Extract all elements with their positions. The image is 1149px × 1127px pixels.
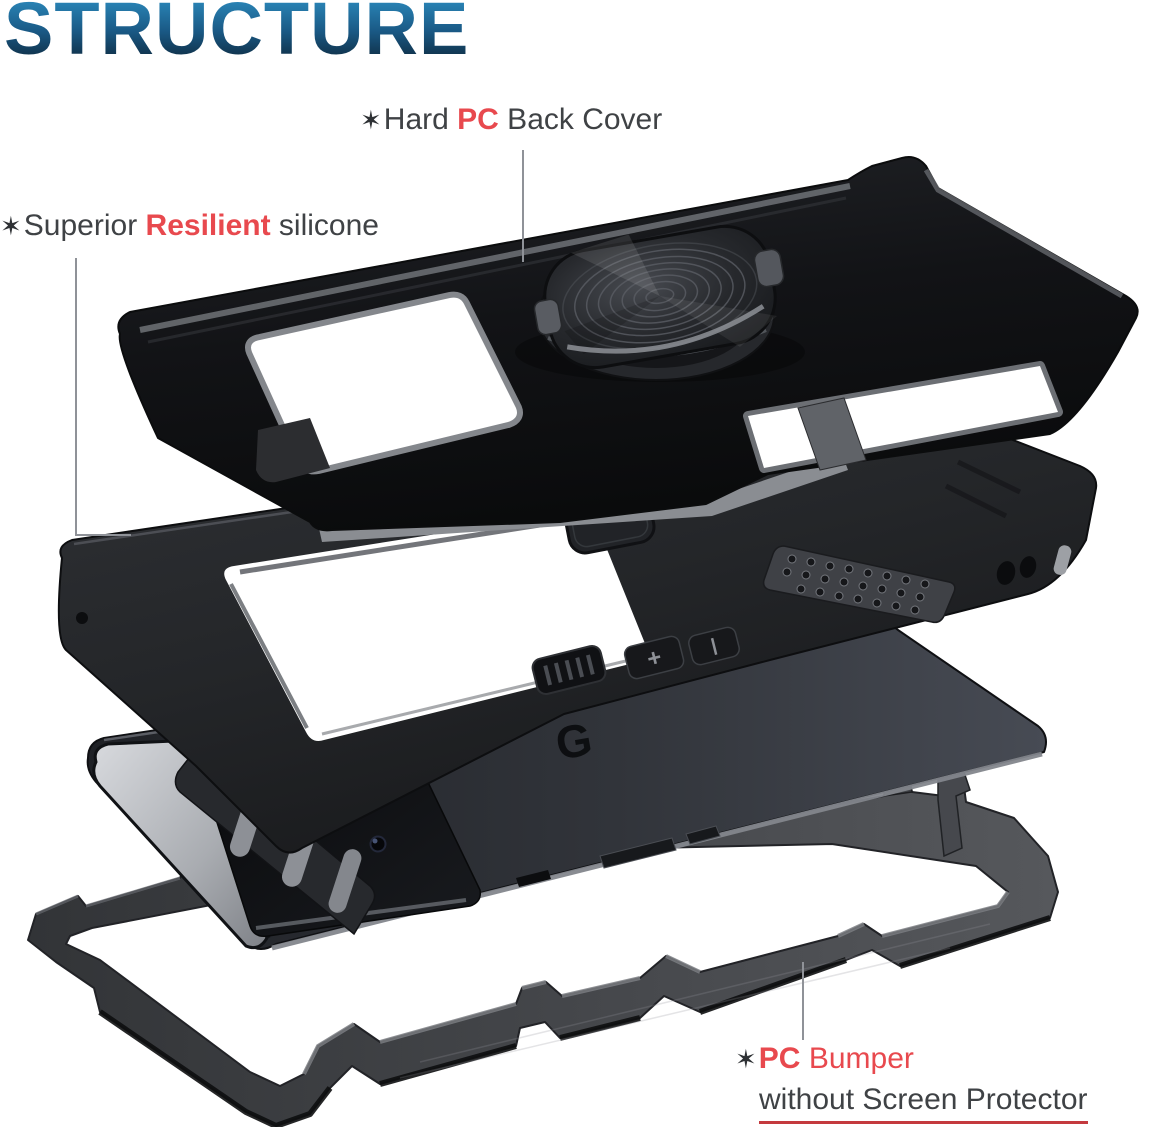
label-pc-bumper: ✶PC Bumper without Screen Protector: [735, 1041, 1088, 1124]
volume-rocker: [531, 644, 607, 696]
silicone-corner-hole: [996, 561, 1016, 585]
bumper-top-highlight: [302, 890, 1010, 1075]
phone-side-key: [685, 825, 721, 845]
page-title: STRUCTURE: [4, 0, 469, 68]
label-highlight: PC: [457, 103, 499, 136]
power-key: [688, 626, 740, 666]
label-highlight: Resilient: [145, 209, 271, 242]
camera-lens-icon: [369, 835, 387, 853]
label-superior-resilient-silicone: ✶Superior Resilient silicone: [0, 208, 379, 244]
label-text: Bumper: [800, 1042, 914, 1075]
google-logo-icon: G: [552, 712, 596, 769]
hard-pc-back-cover: [117, 156, 1139, 542]
cover-camera-cutout: [251, 297, 517, 469]
label-hard-pc-back-cover: ✶Hard PC Back Cover: [360, 102, 662, 138]
ring-hinge-tab: [533, 298, 563, 336]
corner-ridges: [944, 459, 1022, 519]
phone-port: [516, 870, 551, 887]
silicone-corner-slot: [1053, 545, 1072, 575]
cover-top-accent: [139, 183, 851, 333]
silicone-grip-dots: [762, 545, 956, 624]
phone-screen-edge: [92, 738, 270, 950]
star-icon: ✶: [0, 211, 22, 241]
label-line2-underlined: without Screen Protector: [759, 1082, 1088, 1124]
lens-glint: [372, 838, 378, 844]
label-text: silicone: [270, 209, 379, 242]
volume-plus-key: +: [623, 635, 685, 680]
star-icon: ✶: [360, 105, 382, 135]
annotation-line-silicone: [75, 258, 131, 536]
ring-holder: [515, 224, 805, 382]
label-highlight: PC: [758, 1042, 801, 1075]
label-line1: ✶PC Bumper: [735, 1041, 1088, 1077]
svg-text:+: +: [644, 644, 664, 674]
label-text: Back Cover: [498, 103, 663, 136]
headphone-jack-hole: [76, 612, 88, 624]
cover-slot-beam: [797, 397, 867, 471]
ring-gloss-arc: [566, 304, 765, 354]
silicone-corner-hole: [1019, 556, 1037, 578]
label-text: Superior: [23, 209, 146, 242]
cover-texture-corner: [256, 418, 330, 483]
bumper-bottom-shadow: [98, 915, 1051, 1127]
star-icon: ✶: [735, 1044, 757, 1074]
label-text: Hard: [383, 103, 458, 136]
phone-side-key: [599, 837, 677, 869]
ring-hinge-tab: [753, 248, 785, 288]
